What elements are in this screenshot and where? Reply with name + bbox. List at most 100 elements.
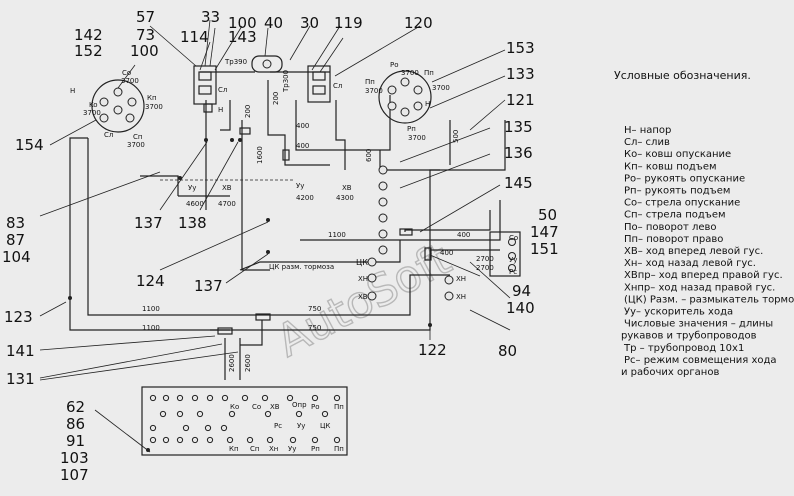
label-sp-3700: 3700 <box>127 141 145 149</box>
legend-item: (ЦК) Разм. – размыкатель тормоза <box>624 294 794 305</box>
ref-80: 80 <box>498 342 517 360</box>
block-label-opr: Опр <box>292 401 307 409</box>
label-co-3700: 3700 <box>121 77 139 85</box>
ref-138: 138 <box>178 214 207 232</box>
ref-124: 124 <box>136 272 165 290</box>
ref-143: 143 <box>228 28 257 46</box>
label-1600: 1600 <box>256 146 264 164</box>
label-block-vu: Уу <box>509 256 517 264</box>
legend-item: По– поворот лево <box>624 222 717 233</box>
ref-50: 50 <box>538 206 557 224</box>
label-po-3700: 3700 <box>401 69 419 77</box>
label-4600: 4600 <box>186 200 204 208</box>
label-xn-80: ХН <box>456 275 466 283</box>
legend-item: ХВ– ход вперед левой гус. <box>624 246 763 257</box>
label-ko: Ko <box>89 101 98 109</box>
legend-item: и рабочих органов <box>621 367 719 378</box>
legend-item: Ко– ковш опускание <box>624 149 731 160</box>
valve-block-left <box>193 65 217 113</box>
label-h-valve: Н <box>218 106 223 114</box>
right-controller <box>378 70 432 124</box>
label-4300: 4300 <box>336 194 354 202</box>
legend-item: Хнпр– ход назад правой гус. <box>624 282 775 293</box>
ref-73: 73 <box>136 26 155 44</box>
label-vu-l: Уу <box>188 184 196 192</box>
ref-114: 114 <box>180 28 209 46</box>
label-2700b: 2700 <box>476 264 494 272</box>
block-label-xn: Хн <box>269 445 278 453</box>
label-2600a: 2600 <box>228 354 236 372</box>
ref-140: 140 <box>506 299 535 317</box>
valve-block-right <box>307 65 331 103</box>
legend-item: Кп– ковш подъем <box>624 161 717 172</box>
label-400b: 400 <box>296 142 309 150</box>
label-4200: 4200 <box>296 194 314 202</box>
port-xn <box>444 275 454 285</box>
label-4700: 4700 <box>218 200 236 208</box>
left-controller <box>91 79 145 133</box>
ref-131: 131 <box>6 370 35 388</box>
block-label-rp: Рп <box>311 445 320 453</box>
tee-connectors <box>217 127 432 335</box>
label-pp-3700: 3700 <box>432 84 450 92</box>
ref-137-a: 137 <box>134 214 163 232</box>
ref-119: 119 <box>334 14 363 32</box>
ref-123: 123 <box>4 308 33 326</box>
pedal-block <box>489 231 521 277</box>
legend-item: Числовые значения – длины <box>624 319 773 330</box>
label-1100c: 1100 <box>142 324 160 332</box>
port-column <box>367 165 388 301</box>
label-200a: 200 <box>272 92 280 105</box>
legend-item: Сл– слив <box>624 137 670 148</box>
ref-147: 147 <box>530 223 559 241</box>
block-label-pp1: Пп <box>334 403 344 411</box>
block-label-ko: Ко <box>230 403 239 411</box>
label-1100b: 1100 <box>142 305 160 313</box>
label-rp: Рп <box>407 125 416 133</box>
ref-103: 103 <box>60 449 89 467</box>
label-400a: 400 <box>296 122 309 130</box>
ref-62: 62 <box>66 398 85 416</box>
label-xn-80-pr: ХН <box>456 293 466 301</box>
ref-151: 151 <box>530 240 559 258</box>
tank <box>251 55 283 73</box>
leader-lines <box>39 19 511 453</box>
label-block-rs: Рс <box>509 268 517 276</box>
label-pn: Пп <box>365 78 375 86</box>
block-label-ck: ЦК <box>320 422 330 430</box>
legend-item: ХВпр– ход вперед правой гус. <box>624 270 783 281</box>
ref-152: 152 <box>74 42 103 60</box>
label-sp: Сп <box>133 133 142 141</box>
label-tp300: Тр300 <box>282 70 290 93</box>
ref-86: 86 <box>66 415 85 433</box>
ref-100-left: 100 <box>130 42 159 60</box>
label-co: Co <box>122 69 131 77</box>
block-label-po: Ро <box>311 403 320 411</box>
label-2700a: 2700 <box>476 255 494 263</box>
ref-83: 83 <box>6 214 25 232</box>
label-cr2: Сл <box>333 82 342 90</box>
label-200b: 200 <box>244 105 252 118</box>
block-label-vu: Уу <box>297 422 305 430</box>
block-label-xv: ХВ <box>270 403 280 411</box>
label-cr: Сл <box>218 86 227 94</box>
ref-33: 33 <box>201 8 220 26</box>
ref-91: 91 <box>66 432 85 450</box>
port-xn-pr <box>444 291 454 301</box>
label-400c: 400 <box>457 231 470 239</box>
label-ck: ЦК <box>356 258 368 267</box>
ref-145: 145 <box>504 174 533 192</box>
label-pp: Пп <box>424 69 434 77</box>
label-xn: ХН <box>358 275 368 283</box>
ref-136: 136 <box>504 144 533 162</box>
label-pn-3700: 3700 <box>365 87 383 95</box>
label-1100a: 1100 <box>328 231 346 239</box>
ref-40: 40 <box>264 14 283 32</box>
label-2600b: 2600 <box>244 354 252 372</box>
label-xv-pr: ХВ <box>342 184 352 192</box>
label-rp-3700: 3700 <box>408 134 426 142</box>
ref-142: 142 <box>74 26 103 44</box>
label-750b: 750 <box>308 324 321 332</box>
